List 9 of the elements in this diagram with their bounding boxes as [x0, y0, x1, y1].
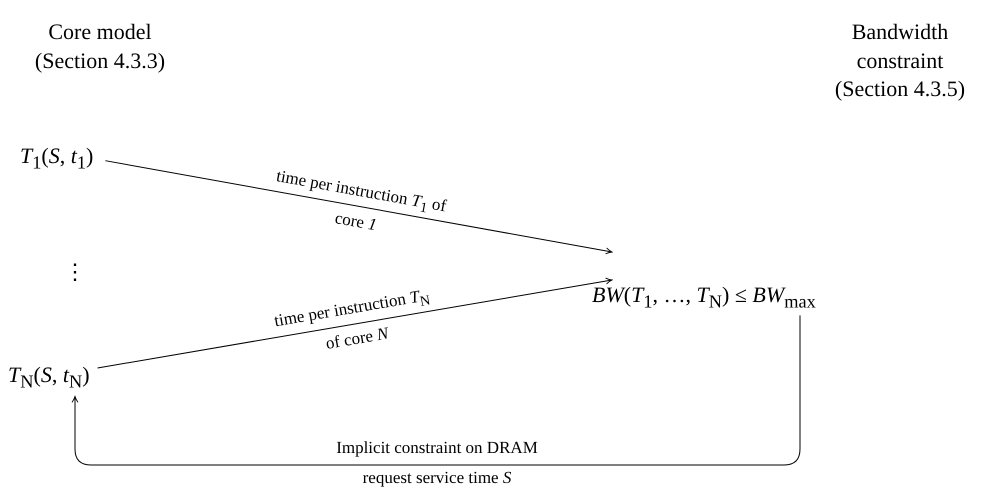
edge-label: time per instruction T$_{N}$ of core N — [272, 286, 433, 356]
formula-text: T$_{1}$(S, t$_{1}$) — [20, 143, 94, 174]
edge-label: Implicit constraint on DRAM request service time S — [335, 437, 539, 489]
formula-text: T$_{N}$(S, t$_{N}$) — [8, 362, 90, 394]
formula-text: BW(T$_{1}$, …, T$_{N}$) ≤ BW$_{max}$ — [592, 282, 816, 314]
edge-label: time per instruction T$_{1}$ of core 1 — [274, 164, 450, 236]
section-heading: Bandwidth constraint (Section 4.3.5) — [834, 18, 966, 104]
section-heading: Core model (Section 4.3.3) — [34, 18, 166, 75]
ellipsis-dots: ⋮ — [63, 258, 87, 286]
